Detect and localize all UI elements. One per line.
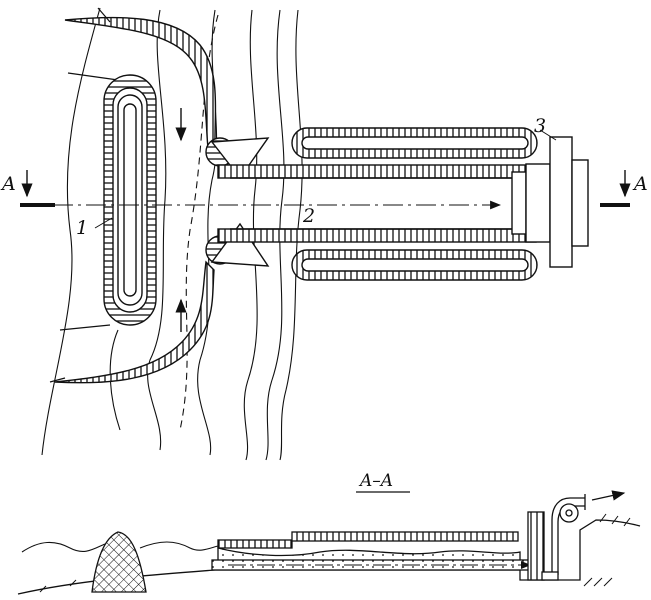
plan-view — [20, 7, 631, 461]
section-outflow-arrow — [591, 490, 626, 501]
stakes — [49, 7, 119, 383]
item-label-3: 3 — [534, 115, 546, 137]
item-label-2: 2 — [302, 205, 315, 227]
embankment-lower — [54, 260, 215, 384]
cut-label-left: A — [0, 173, 16, 195]
section-cover-1 — [217, 539, 293, 549]
section-mound — [91, 531, 147, 593]
item-3-pump-station — [511, 136, 589, 268]
section-view — [17, 490, 641, 595]
upper-drain — [291, 127, 538, 159]
water-waves — [21, 541, 219, 553]
ground-hatch — [39, 513, 631, 593]
section-title: A–A — [358, 471, 393, 491]
item-1-structure — [103, 74, 157, 326]
item-2-channel — [217, 164, 537, 243]
section-well-wall — [527, 511, 545, 581]
inlet-head — [205, 137, 270, 267]
section-riser — [551, 497, 585, 575]
item-label-1: 1 — [76, 217, 88, 239]
section-pump — [559, 503, 579, 523]
cut-label-right: A — [632, 173, 648, 195]
section-cover-2 — [291, 531, 519, 542]
lower-drain — [291, 249, 538, 281]
